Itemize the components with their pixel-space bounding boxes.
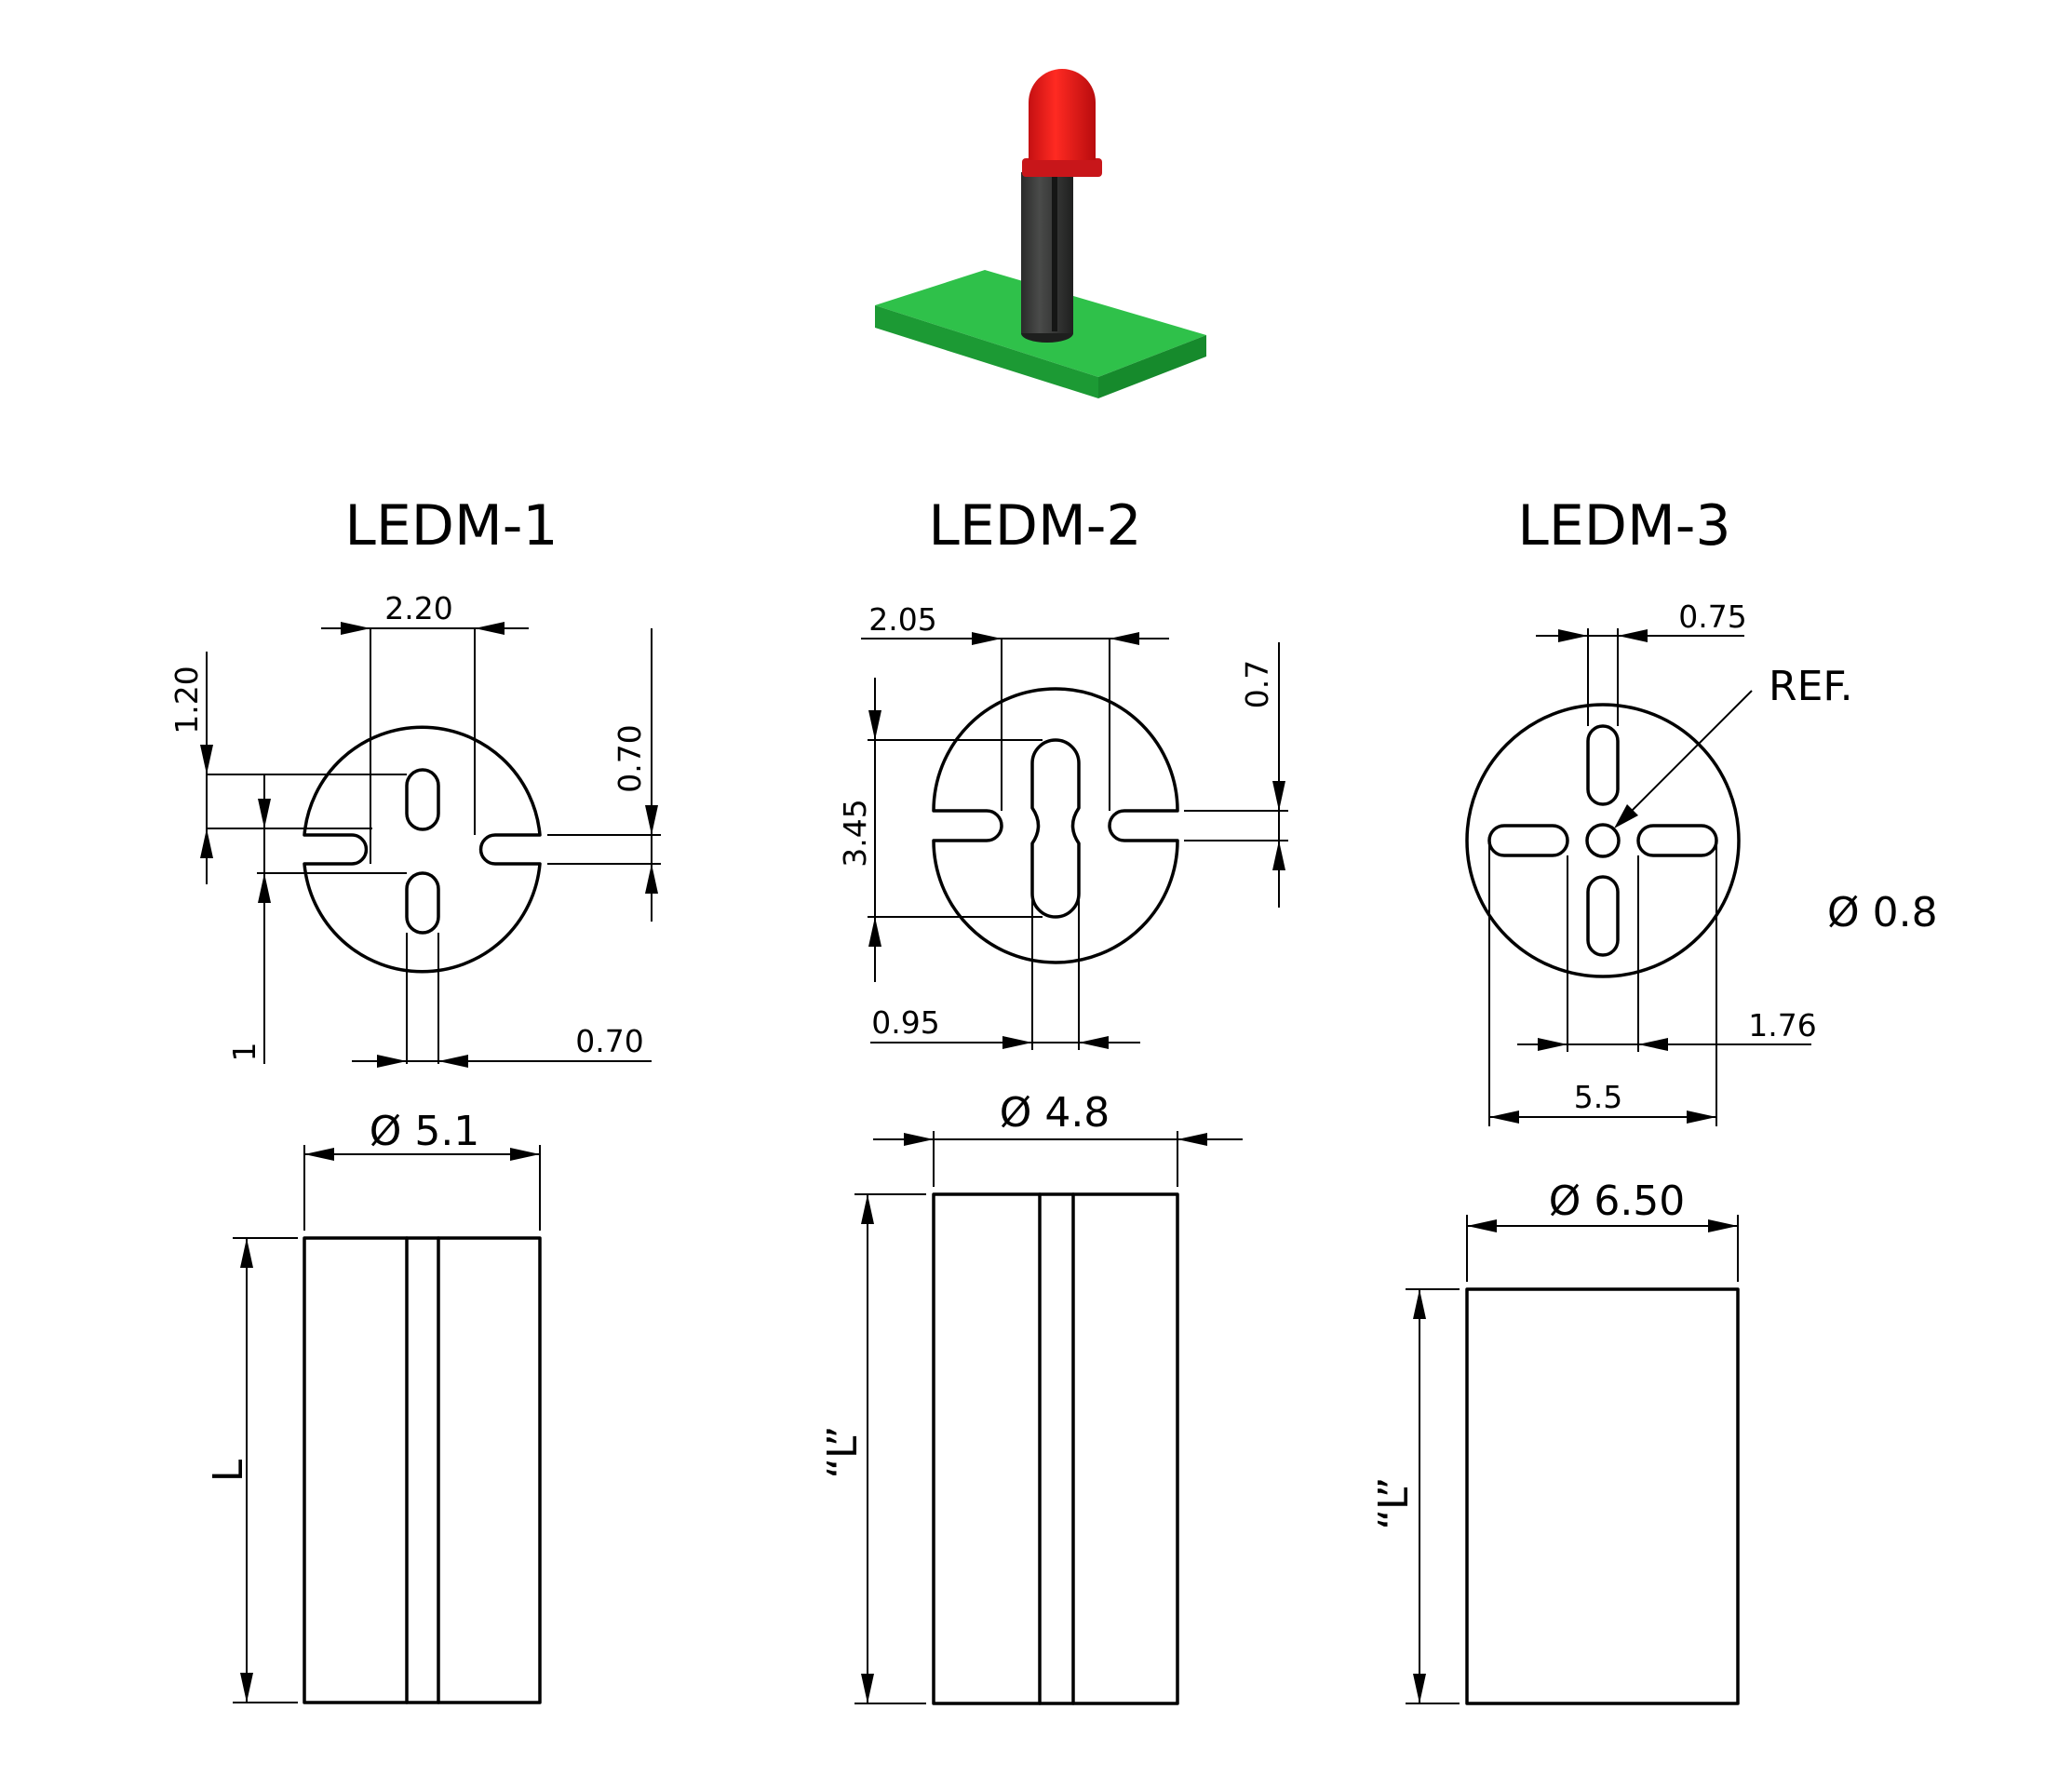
ledm-3-diameter: Ø 6.50 xyxy=(1549,1178,1686,1225)
ledm-2-top-view: 2.05 0.7 3.45 0.95 xyxy=(837,601,1288,1050)
ledm-1-top-view: 2.20 1.20 0.70 1 0.70 xyxy=(168,590,661,1068)
ledm-3-dim-span: 5.5 xyxy=(1574,1079,1622,1115)
ledm-1-dim-bottom-right: 0.70 xyxy=(575,1023,643,1059)
ledm-1-dim-left: 1.20 xyxy=(168,666,205,734)
pcb-board-front xyxy=(875,305,1098,398)
ledm-1-length: L xyxy=(205,1459,252,1482)
title-ledm-1: LEDM-1 xyxy=(344,493,558,559)
ledm-3-slot-right xyxy=(1636,824,1718,857)
title-ledm-2: LEDM-2 xyxy=(928,493,1141,559)
ledm-2-side-view: Ø 4.8 “L” xyxy=(819,1089,1243,1705)
ledm-1-slot-top xyxy=(405,768,440,831)
ledm-2-dim-left: 3.45 xyxy=(837,799,873,867)
ledm-2-hourglass-slot xyxy=(1030,738,1081,919)
ledm-1-dim-bottom-left: 1 xyxy=(226,1043,262,1062)
ledm-3-dim-slot: 1.76 xyxy=(1748,1007,1816,1043)
ledm-3-ref: REF. xyxy=(1769,663,1853,710)
ledm-2-diameter: Ø 4.8 xyxy=(1000,1089,1110,1137)
ledm-3-slot-top xyxy=(1586,724,1620,806)
pcb-board-side xyxy=(1098,335,1206,398)
ledm-1-dim-right: 0.70 xyxy=(612,724,648,792)
ledm-1-slot-bottom xyxy=(405,871,440,935)
ledm-1-dim-top: 2.20 xyxy=(384,590,452,626)
ledm-2-length: “L” xyxy=(819,1425,867,1478)
ledm-2-dim-right: 0.7 xyxy=(1239,660,1275,708)
ledm-1-diameter: Ø 5.1 xyxy=(370,1108,480,1155)
ledm-2-body-side xyxy=(932,1192,1179,1705)
ledm-3-dim-top: 0.75 xyxy=(1678,599,1746,635)
ledm-3-center-hole xyxy=(1585,823,1621,858)
ledm-3-slot-bottom xyxy=(1586,875,1620,957)
ledm-2-body xyxy=(932,687,1179,964)
ledm-3-body xyxy=(1465,703,1741,978)
ledm-1-body xyxy=(303,725,542,974)
product-illustration xyxy=(875,69,1206,398)
ledm-3-top-view: 0.75 REF. Ø 0.8 1.76 5.5 xyxy=(1465,599,1938,1126)
spacer-cylinder xyxy=(1021,172,1073,333)
ledm-2-dim-top: 2.05 xyxy=(868,601,936,638)
ledm-3-length: “L” xyxy=(1370,1476,1418,1529)
led-ring xyxy=(1022,158,1102,177)
ledm-1-body-side xyxy=(303,1236,542,1704)
title-ledm-3: LEDM-3 xyxy=(1517,493,1730,559)
ledm-3-side-view: Ø 6.50 “L” xyxy=(1370,1178,1740,1705)
ledm-2-dim-bottom: 0.95 xyxy=(871,1004,939,1041)
ledm-3-slot-left xyxy=(1487,824,1569,857)
ledm-1-side-view: Ø 5.1 L xyxy=(205,1108,542,1704)
ledm-3-body-side xyxy=(1465,1287,1740,1705)
led-dome xyxy=(1029,69,1096,160)
ledm-3-hole-diameter: Ø 0.8 xyxy=(1827,889,1938,936)
